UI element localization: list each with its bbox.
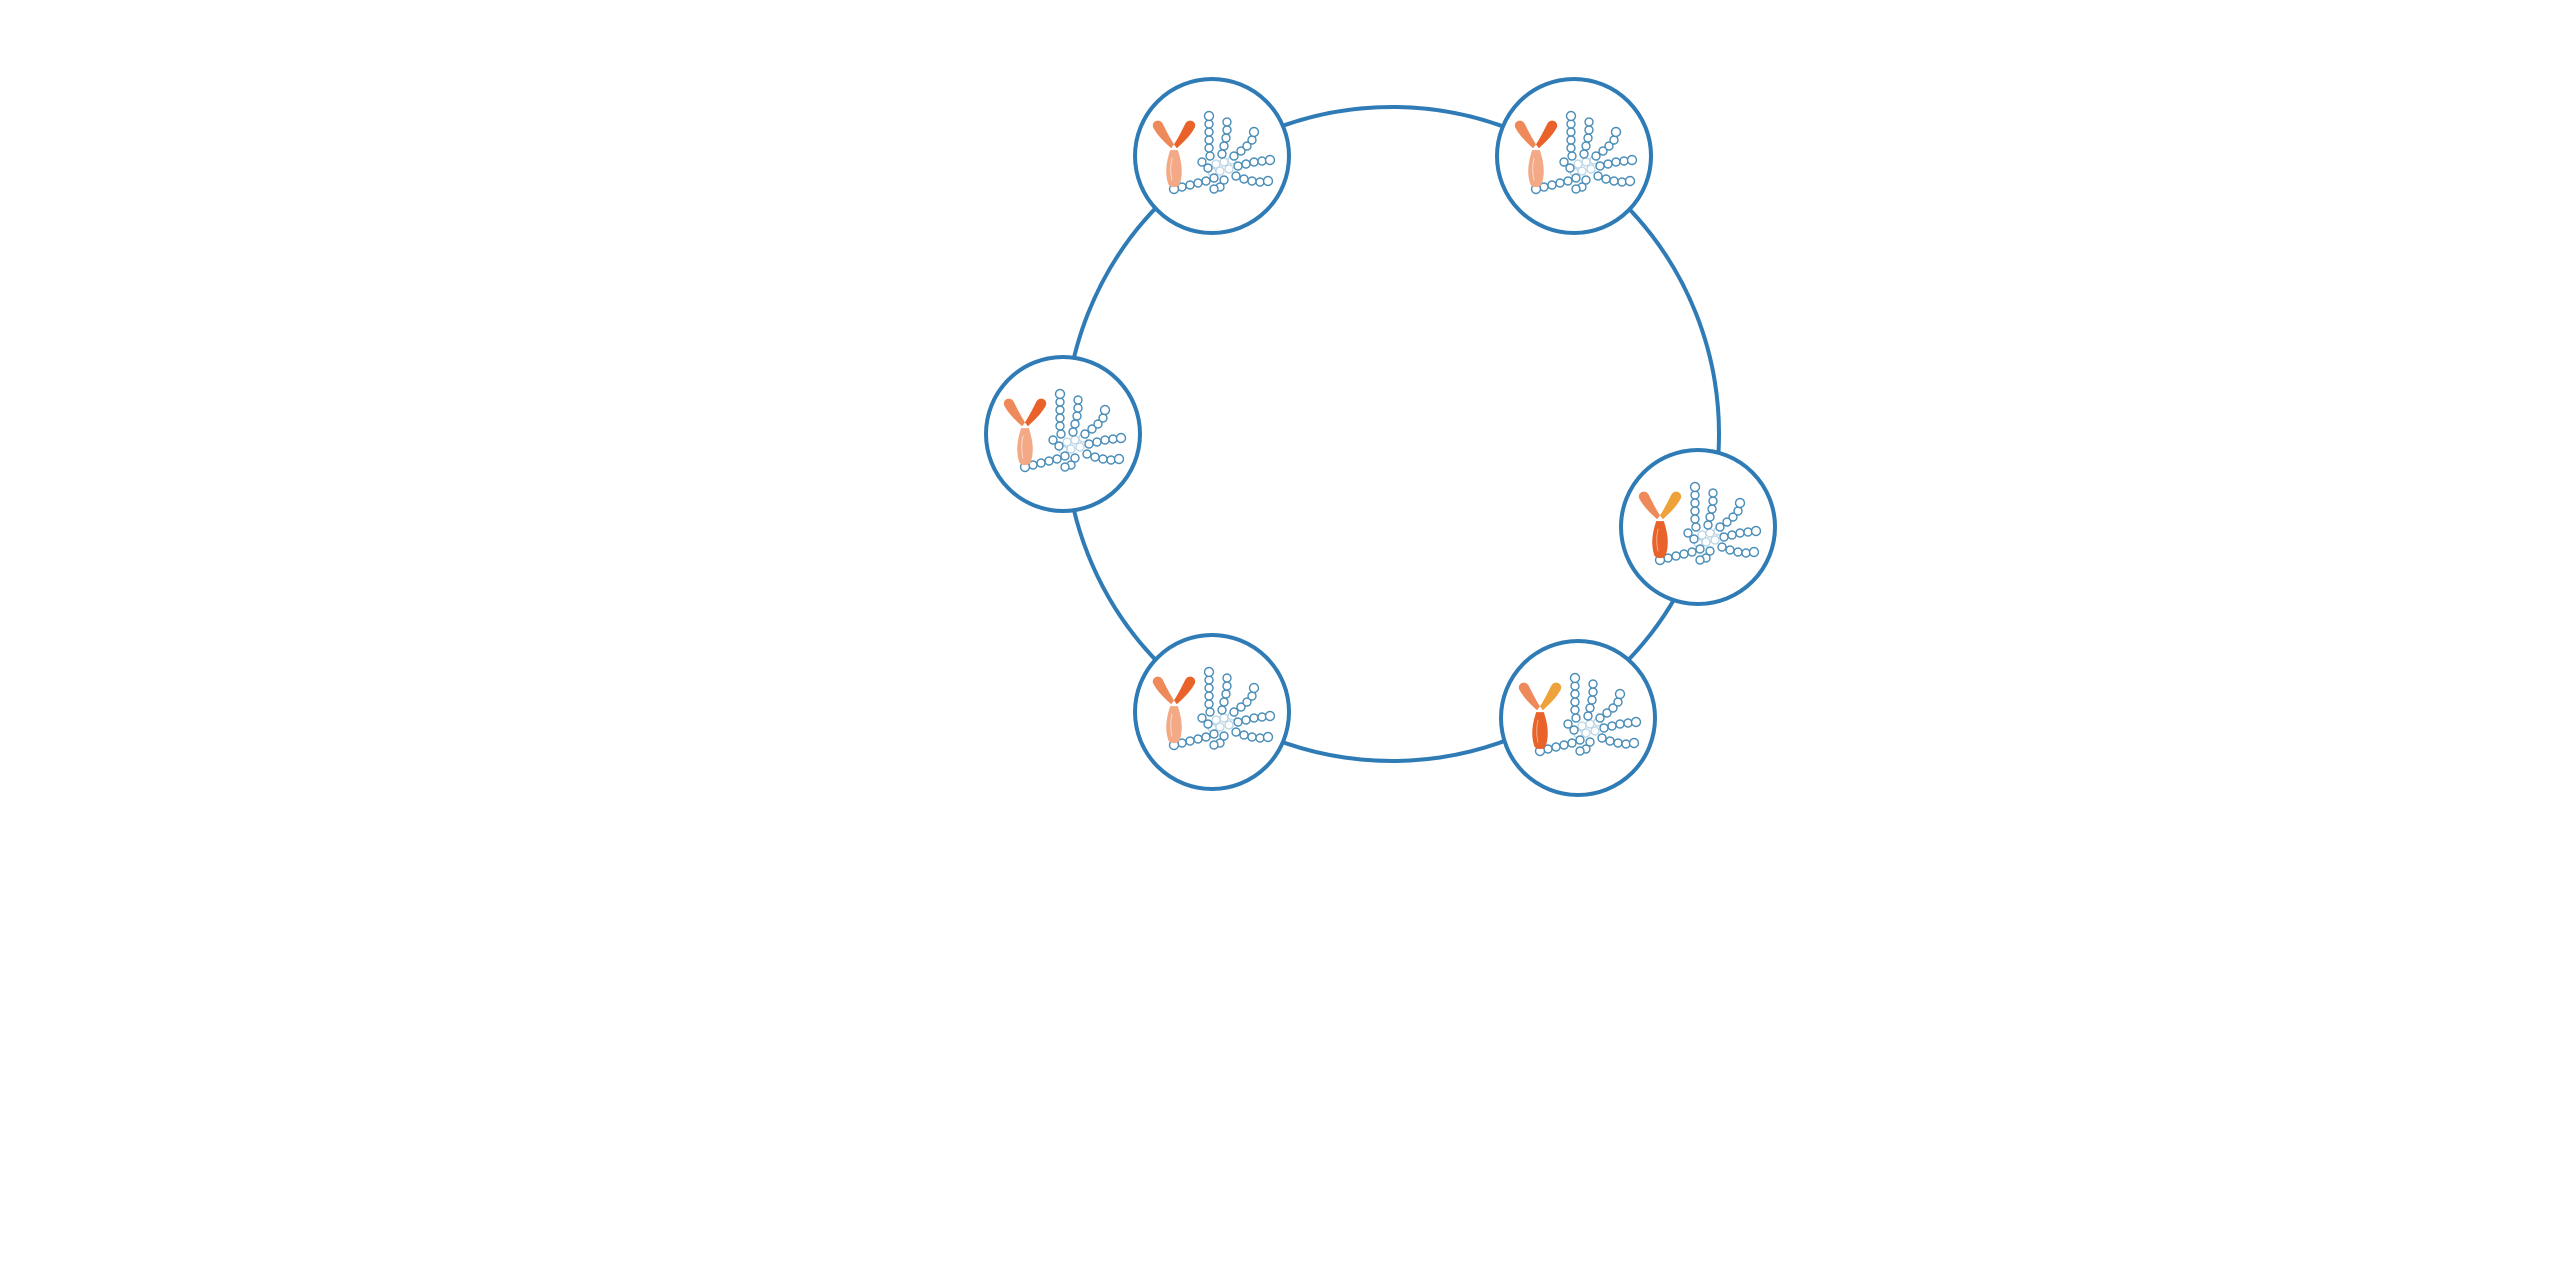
node-top-right	[1495, 77, 1653, 235]
node-bottom-right	[1499, 639, 1657, 797]
node-top-left	[1133, 77, 1291, 235]
node-bottom-left	[1133, 633, 1291, 791]
node-left	[984, 355, 1142, 513]
node-right	[1619, 448, 1777, 606]
